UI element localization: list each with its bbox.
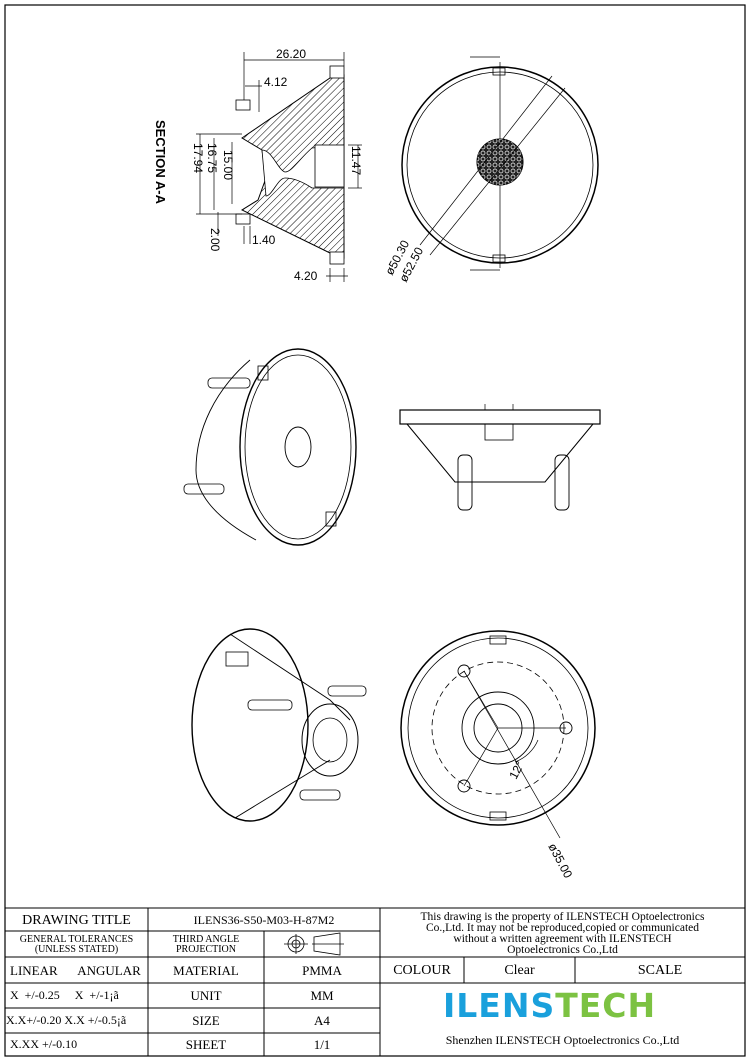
section-view: SECTION A-A — [153, 47, 363, 283]
property-note-line-1: This drawing is the property of ILENSTEC… — [420, 910, 705, 923]
drawing-title-value: ILENS36-S50-M03-H-87M2 — [193, 913, 335, 927]
section-label: SECTION A-A — [153, 120, 168, 205]
material-value: PMMA — [302, 962, 342, 978]
sheet-label: SHEET — [185, 1036, 227, 1052]
section-flange-bottom — [329, 251, 345, 265]
dim-top-width: 26.20 — [276, 47, 306, 61]
iso-bottom-rim — [191, 628, 309, 822]
section-pin-top — [235, 99, 251, 111]
projection-label: THIRD ANGLE PROJECTION — [148, 932, 264, 957]
iso-rim-inner — [244, 354, 352, 540]
dim-1794: 17.94 — [191, 143, 205, 173]
dim-flange: 4.12 — [264, 75, 288, 89]
side-view — [399, 404, 601, 511]
dim-1147: 11.47 — [349, 146, 363, 175]
gen-tol-line-2: (UNLESS STATED) — [34, 943, 119, 955]
unit-label: UNIT — [190, 987, 222, 1003]
scale-label: SCALE — [637, 962, 683, 978]
projection-line-2: PROJECTION — [175, 943, 236, 955]
section-flange — [329, 65, 345, 79]
tolerance-row-1: X +/-0.25 X +/-1¡ã — [10, 988, 119, 1002]
front-view — [401, 56, 599, 271]
material-label: MATERIAL — [173, 962, 239, 978]
bottom-outer-circle — [400, 630, 596, 826]
side-cone — [406, 423, 594, 483]
logo-text-b: TECH — [555, 986, 657, 1025]
section-hub — [314, 144, 345, 188]
iso-center-lens — [284, 426, 312, 468]
dim-15: 15.00 — [221, 150, 235, 180]
side-flange — [399, 409, 601, 425]
colour-value: Clear — [504, 962, 535, 978]
property-note-line-3: without a written agreement with ILENSTE… — [453, 932, 672, 945]
size-label: SIZE — [192, 1012, 220, 1028]
linear-label: LINEAR — [10, 962, 58, 978]
property-note-line-2: Co.,Ltd. It may not be reproduced,copied… — [425, 921, 700, 934]
bottom-inner-circle — [407, 637, 589, 819]
property-note-line-4: Optoelectronics Co.,Ltd — [507, 943, 618, 956]
iso-bottom-boss-outer — [301, 703, 359, 777]
size-value: A4 — [314, 1012, 330, 1028]
third-angle-projection-icon — [284, 932, 344, 956]
iso-view-top — [183, 348, 357, 546]
sheet-value: 1/1 — [313, 1036, 331, 1052]
dim-1675: 16.75 — [205, 143, 219, 173]
tolerance-row-2: X.X+/-0.20 X.X +/-0.5¡ã — [6, 1013, 127, 1027]
ilenstech-logo: ILENSTECH — [443, 986, 656, 1025]
general-tolerances-label: GENERAL TOLERANCES (UNLESS STATED) — [5, 932, 148, 957]
dim-200: 2.00 — [208, 228, 222, 252]
unit-value: MM — [310, 987, 334, 1003]
tolerance-row-3: X.XX +/-0.10 — [10, 1037, 78, 1051]
dim-dia-3500: ø35.00 — [545, 841, 575, 881]
bottom-pin-hole-3 — [457, 779, 471, 793]
dim-420: 4.20 — [294, 269, 318, 283]
title-block-grid — [5, 907, 745, 1056]
angular-label: ANGULAR — [77, 962, 141, 978]
bottom-view — [400, 630, 596, 839]
gen-tol-line-1: GENERAL TOLERANCES — [19, 933, 134, 945]
iso-bottom-boss-inner — [312, 717, 348, 763]
iso-rim-outer — [239, 348, 357, 546]
section-pin-bottom — [235, 213, 251, 225]
sheet-border — [4, 4, 746, 1057]
dim-140: 1.40 — [252, 233, 276, 247]
colour-label: COLOUR — [393, 962, 451, 978]
projection-line-1: THIRD ANGLE — [172, 933, 240, 945]
drawing-title-label: DRAWING TITLE — [22, 912, 131, 928]
iso-view-bottom — [191, 628, 367, 822]
bottom-pin-hole-1 — [457, 664, 471, 678]
property-note: This drawing is the property of ILENSTEC… — [380, 910, 745, 957]
company-name: Shenzhen ILENSTECH Optoelectronics Co.,L… — [445, 1032, 680, 1047]
logo-text-a: ILENS — [443, 986, 556, 1025]
